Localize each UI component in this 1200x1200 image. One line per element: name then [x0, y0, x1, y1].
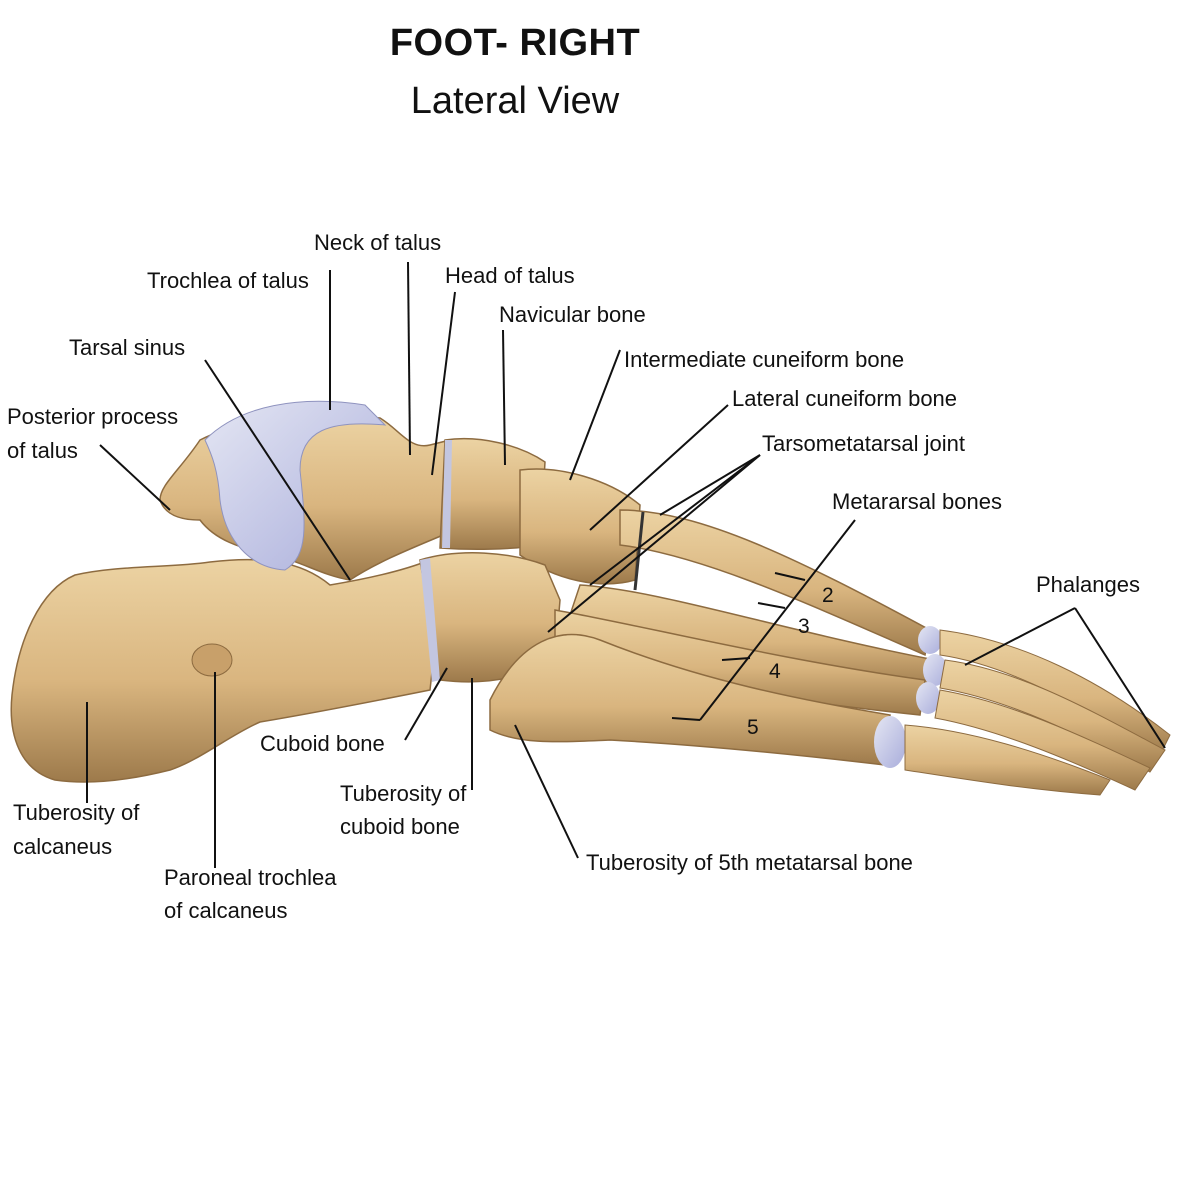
label-trochlea-of-talus: Trochlea of talus	[147, 268, 309, 293]
label-posterior-process-line2: of talus	[7, 438, 78, 463]
label-tarsal-sinus: Tarsal sinus	[69, 335, 186, 360]
label-intermediate-cuneiform: Intermediate cuneiform bone	[624, 347, 905, 372]
leader-lines	[86, 261, 1166, 868]
label-peroneal-trochlea-line2: of calcaneus	[164, 898, 288, 923]
label-tarsometatarsal-joint: Tarsometatarsal joint	[762, 431, 965, 456]
label-tuberosity-cuboid-line2: cuboid bone	[340, 814, 460, 839]
label-navicular-bone: Navicular bone	[499, 302, 646, 327]
mtp-cartilage-3	[923, 654, 947, 686]
label-phalanges: Phalanges	[1036, 572, 1140, 597]
label-posterior-process-line1: Posterior process	[7, 404, 179, 429]
label-tuberosity-calcaneus-line1: Tuberosity of	[13, 800, 140, 825]
metatarsal-5	[489, 633, 891, 766]
trochlea-cartilage	[204, 400, 387, 571]
label-tuberosity-cuboid-line1: Tuberosity of	[340, 781, 467, 806]
label-lateral-cuneiform: Lateral cuneiform bone	[732, 386, 958, 411]
mtp-cartilage-5	[874, 716, 906, 768]
label-metatarsal-bones: Metararsal bones	[832, 489, 1002, 514]
metatarsal-number-2: 2	[822, 584, 834, 607]
diagram-subtitle: Lateral View	[410, 80, 620, 122]
label-cuboid-bone: Cuboid bone	[260, 731, 385, 756]
label-tuberosity-calcaneus-line2: calcaneus	[13, 834, 113, 859]
diagram-title: FOOT- RIGHT	[389, 22, 641, 64]
phalanges-row-5	[904, 724, 1111, 796]
metatarsal-2	[619, 509, 931, 657]
metatarsal-number-5: 5	[747, 716, 759, 739]
label-tuberosity-5th-metatarsal: Tuberosity of 5th metatarsal bone	[586, 850, 913, 875]
phalanges-row-4	[934, 689, 1151, 791]
phalanges-row-3	[939, 659, 1166, 773]
talonavicular-cartilage	[442, 440, 452, 548]
calcaneocuboid-cartilage	[420, 558, 440, 682]
label-neck-of-talus: Neck of talus	[314, 230, 442, 255]
metatarsal-number-3: 3	[798, 615, 810, 638]
peroneal-trochlea	[191, 643, 233, 677]
metatarsal-number-4: 4	[769, 660, 781, 683]
label-head-of-talus: Head of talus	[445, 263, 575, 288]
mtp-cartilage-4	[916, 682, 940, 714]
label-peroneal-trochlea-line1: Paroneal trochlea	[164, 865, 337, 890]
mtp-cartilage-2	[918, 626, 942, 654]
tarsometatarsal-joint-line	[633, 511, 645, 591]
